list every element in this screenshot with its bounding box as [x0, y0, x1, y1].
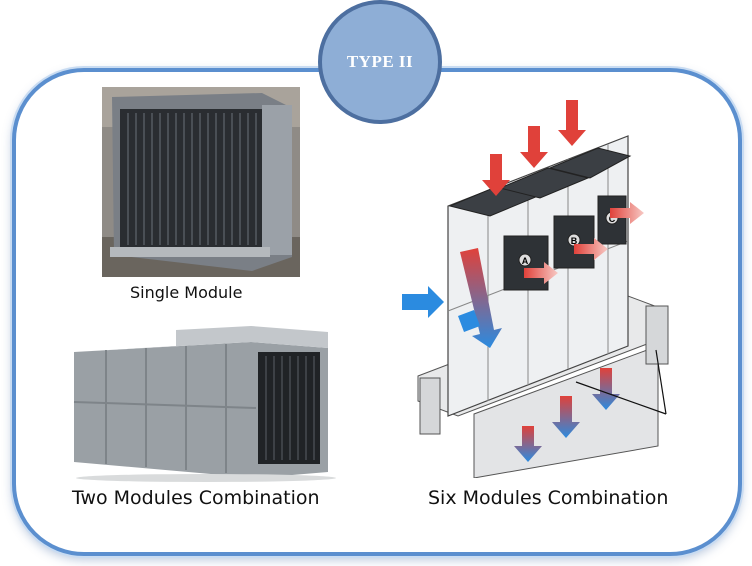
module-label-a: A: [522, 256, 529, 266]
type-badge-label: TYPE II: [346, 52, 414, 71]
two-modules-photo: [66, 322, 336, 482]
module-label-c: C: [609, 214, 616, 224]
two-modules-caption: Two Modules Combination: [72, 487, 320, 509]
module-label-b: B: [571, 236, 578, 246]
six-modules-caption: Six Modules Combination: [428, 487, 669, 509]
six-modules-diagram: A B C: [398, 96, 686, 478]
type-badge: TYPE II: [318, 0, 442, 124]
single-module-photo: [102, 87, 300, 277]
single-module-caption: Single Module: [130, 283, 243, 302]
